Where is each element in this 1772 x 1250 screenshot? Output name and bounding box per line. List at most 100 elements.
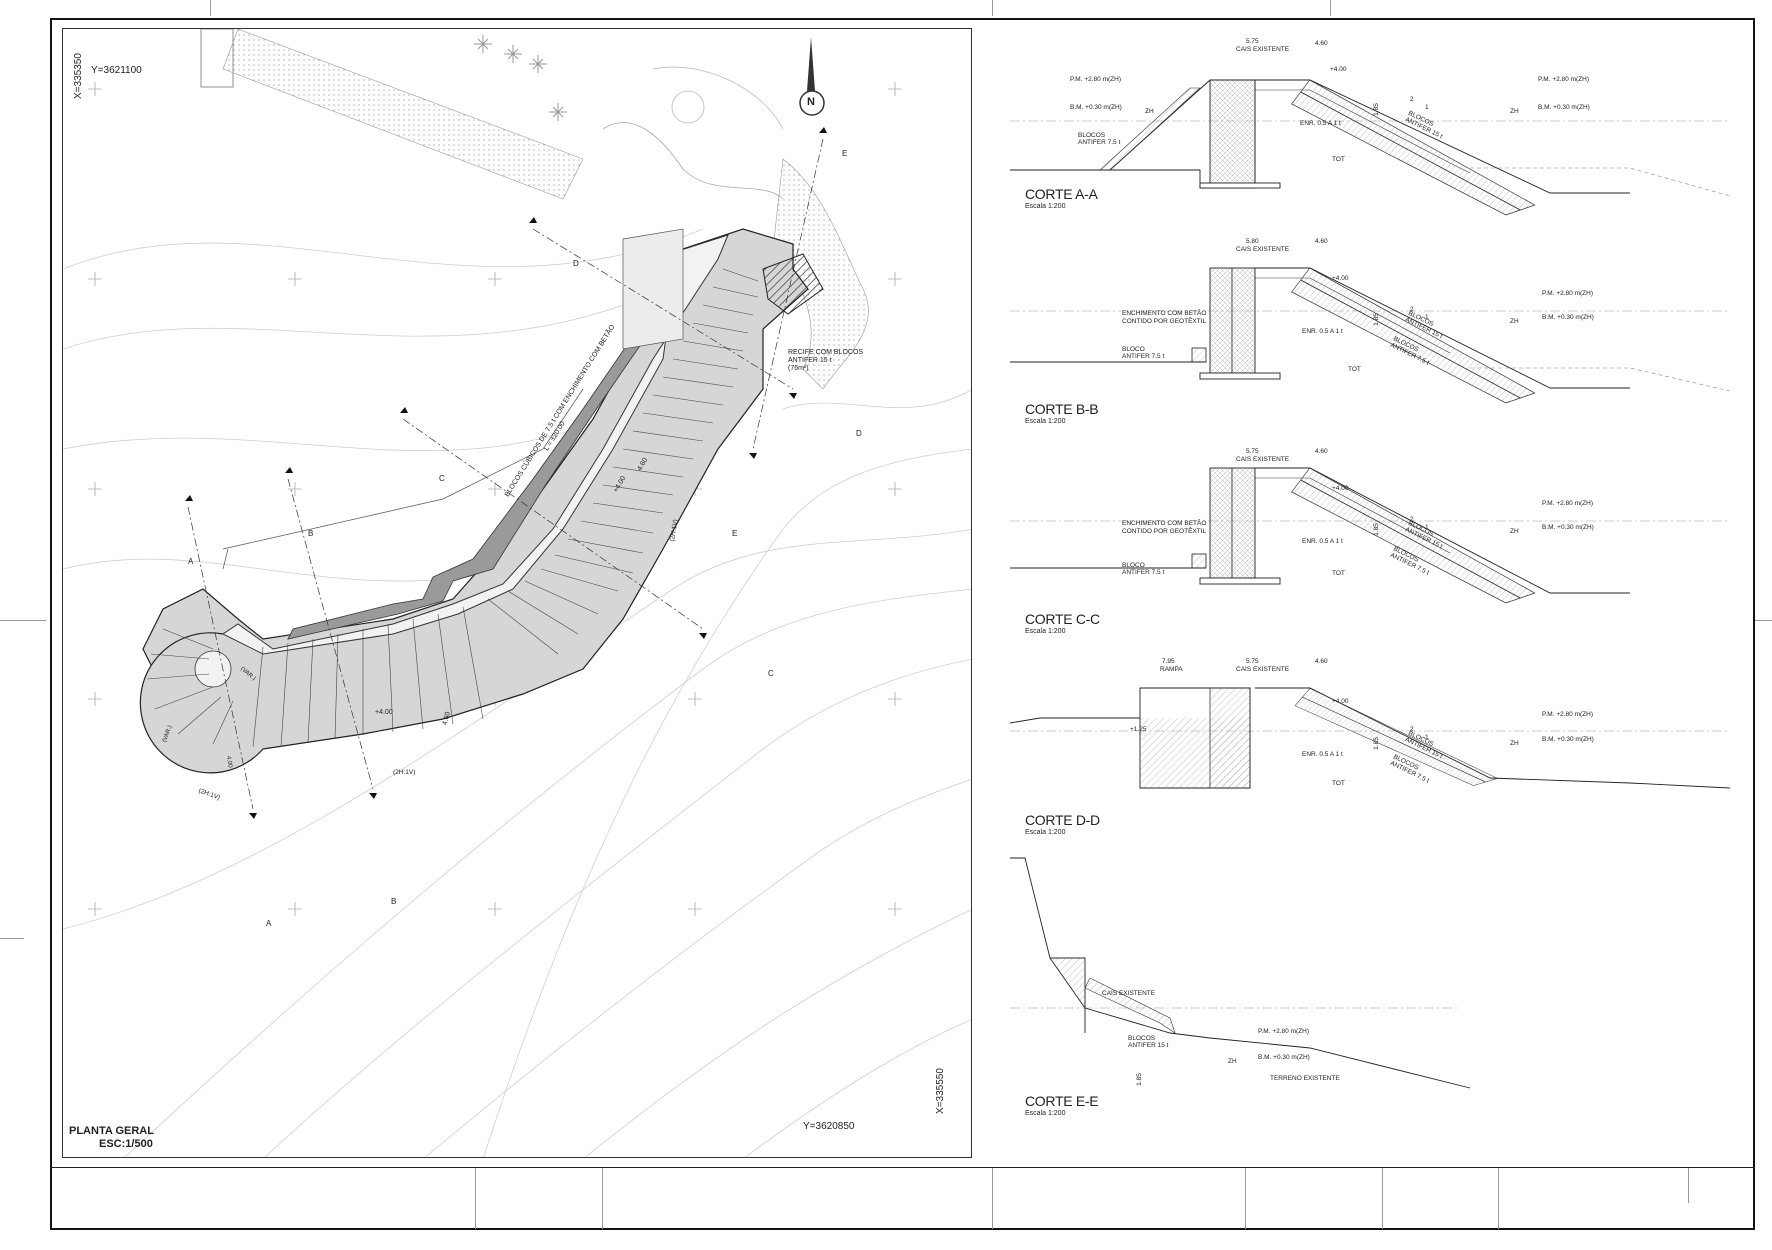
pm-label: P.M. +2.80 m(ZH): [1542, 290, 1593, 297]
section-title: CORTE E-E: [1025, 1093, 1099, 1109]
cut-marker: E: [842, 149, 848, 158]
title-block-divider: [992, 1168, 993, 1229]
sections-drawing: [1010, 79, 1731, 1089]
title-block-top-line: [50, 1167, 1755, 1168]
dim-label: 5.80: [1246, 238, 1259, 245]
dim-label: CAIS EXISTENTE: [1236, 666, 1290, 673]
dim-label: 7.95: [1162, 658, 1175, 665]
cut-marker: C: [768, 669, 774, 678]
title-block-divider: [1688, 1168, 1689, 1203]
section-scale: Escala 1:200: [1025, 418, 1066, 425]
title-block-divider: [1498, 1168, 1499, 1229]
ratio-label: 1: [1425, 524, 1429, 531]
zh-label: ZH: [1510, 528, 1519, 535]
height-label: 1.85: [1372, 737, 1380, 750]
elev-label: +4.00: [1332, 275, 1349, 282]
elev-label: +4.00: [1332, 485, 1349, 492]
cut-marker: B: [391, 897, 397, 906]
section-scale: Escala 1:200: [1025, 1110, 1066, 1117]
section-scale: Escala 1:200: [1025, 628, 1066, 635]
height-label: 1.85: [1372, 103, 1380, 116]
dim-label: CAIS EXISTENTE: [1236, 456, 1290, 463]
bm-label: B.M. +0.30 m(ZH): [1542, 736, 1594, 743]
height-label: 1.85: [1135, 1073, 1143, 1086]
plan-drawing: [63, 29, 971, 1157]
ratio-label: 1: [1425, 734, 1429, 741]
cut-marker: B: [308, 529, 314, 538]
cut-marker: E: [732, 529, 738, 538]
dim-label: 4.60: [1315, 238, 1328, 245]
north-arrow-icon: [799, 37, 825, 116]
bm-label: B.M. +0.30 m(ZH): [1542, 314, 1594, 321]
cut-marker: A: [266, 919, 272, 928]
sheet-edge-tick: [992, 0, 993, 16]
section-title: CORTE D-D: [1025, 812, 1100, 828]
reef-label: RECIFE COM BLOCOS ANTIFER 15 t (76m²): [788, 349, 864, 372]
section-scale: Escala 1:200: [1025, 829, 1066, 836]
slope-label: (2H:1V): [393, 769, 416, 776]
dim-label: CAIS EXISTENTE: [1236, 46, 1290, 53]
section-scale: Escala 1:200: [1025, 203, 1066, 210]
plan-view: Y=3621100 X=335350 Y=3620850 X=335550 N …: [62, 28, 972, 1158]
bm-label: B.M. +0.30 m(ZH): [1538, 104, 1590, 111]
height-label: 1.85: [1372, 523, 1380, 536]
elev-label: +4.00: [1332, 698, 1349, 705]
cut-marker: C: [439, 474, 445, 483]
section-cut-lines: [187, 138, 824, 810]
sections-area: 5.75 CAIS EXISTENTE 4.60 +4.00 P.M. +2.8…: [1010, 28, 1750, 1158]
dim-label: 5.75: [1246, 658, 1259, 665]
terrain-label: TERRENO EXISTENTE: [1270, 1075, 1340, 1082]
title-block-divider: [1382, 1168, 1383, 1229]
roundhead: [139, 632, 264, 774]
ratio-label: 1: [1425, 314, 1429, 321]
bm-label: B.M. +0.30 m(ZH): [1542, 524, 1594, 531]
title-block-divider: [1245, 1168, 1246, 1229]
dim-label: 5.75: [1246, 448, 1259, 455]
trees: [474, 35, 567, 121]
coordinate-label: X=335550: [935, 1068, 946, 1114]
ratio-label: 1: [1425, 104, 1429, 111]
sheet-edge-tick: [0, 938, 24, 939]
enr-label: ENR. 0.5 A 1 t: [1302, 328, 1343, 335]
title-block-divider: [602, 1168, 603, 1229]
zh-label: ZH: [1145, 108, 1154, 115]
elev-label: +1.25: [1130, 726, 1147, 733]
ratio-label: 2: [1410, 516, 1414, 523]
pm-label: P.M. +2.80 m(ZH): [1542, 500, 1593, 507]
north-label: N: [807, 96, 815, 108]
coordinate-label: X=335350: [73, 53, 84, 99]
section-b-b: [1010, 267, 1731, 404]
pm-label: P.M. +2.80 m(ZH): [1542, 711, 1593, 718]
dim-label: RAMPA: [1160, 666, 1183, 673]
ratio-label: 2: [1410, 306, 1414, 313]
dim-label: 4.60: [1315, 658, 1328, 665]
cut-marker: D: [856, 429, 862, 438]
elevation-label: +4.00: [375, 709, 393, 716]
pm-label: P.M. +2.80 m(ZH): [1258, 1028, 1309, 1035]
height-label: 1.85: [1372, 313, 1380, 326]
cut-marker: A: [188, 557, 194, 566]
zh-label: ZH: [1510, 108, 1519, 115]
zh-label: ZH: [1510, 740, 1519, 747]
ratio-label: 2: [1410, 726, 1414, 733]
cut-marker: D: [573, 259, 579, 268]
section-a-a: [1010, 79, 1731, 216]
dim-label: CAIS EXISTENTE: [1236, 246, 1290, 253]
quay-label: CAIS EXISTENTE: [1102, 990, 1156, 997]
title-block-divider: [475, 1168, 476, 1229]
dim-label: 4.60: [1315, 40, 1328, 47]
sheet-edge-tick: [1330, 0, 1331, 16]
pm-label: P.M. +2.80 m(ZH): [1538, 76, 1589, 83]
tot-label: TOT: [1332, 780, 1345, 787]
reef-hatch: [762, 253, 824, 315]
tot-label: TOT: [1348, 366, 1361, 373]
coordinate-label: Y=3621100: [91, 65, 142, 76]
enr-label: ENR. 0.5 A 1 t: [1302, 538, 1343, 545]
plan-title: PLANTA GERAL ESC:1/500: [69, 1125, 154, 1150]
section-e-e: [1010, 857, 1471, 1089]
